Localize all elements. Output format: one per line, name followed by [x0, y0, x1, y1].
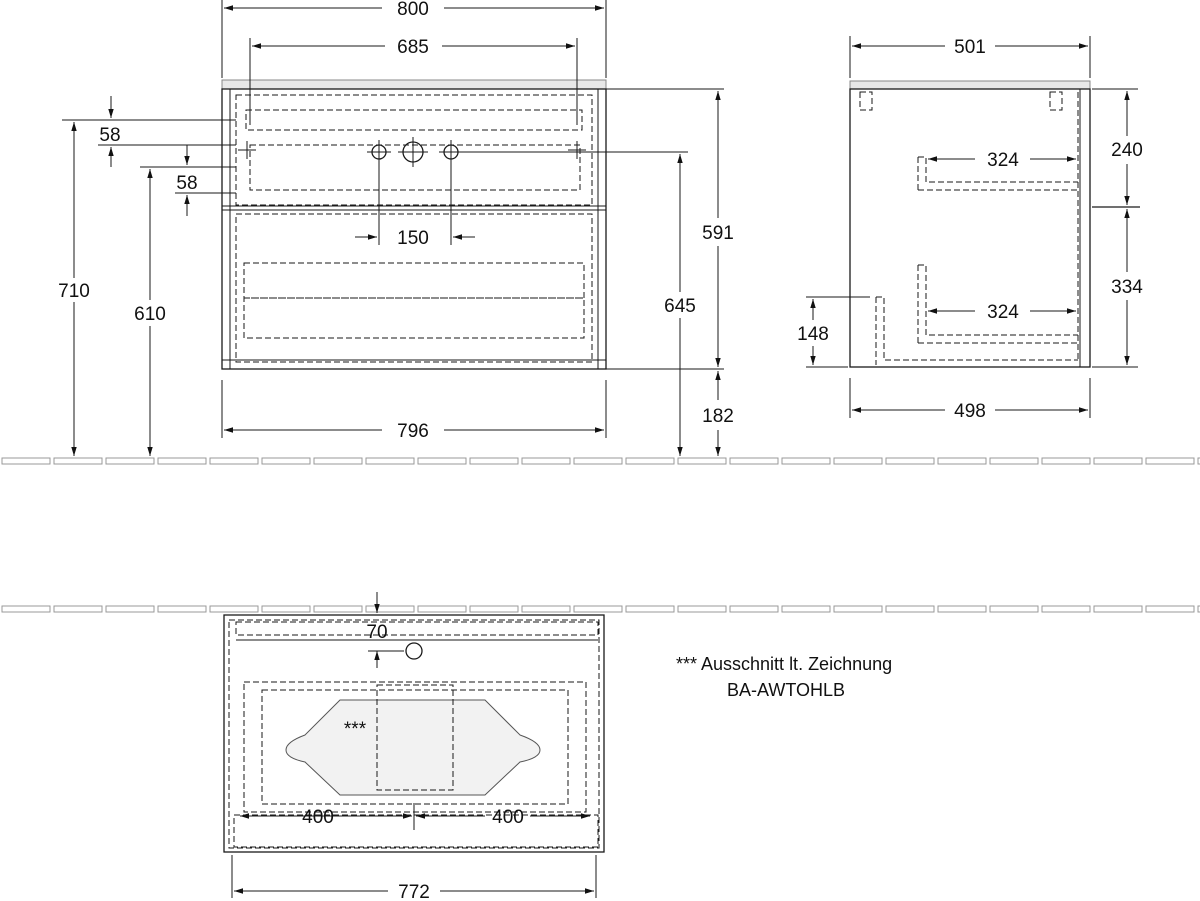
dim-height-total: 710	[58, 281, 90, 302]
dim-height-148: 148	[797, 324, 829, 345]
dim-height-645: 645	[664, 296, 696, 317]
top-view: *** 70 400 400 772	[223, 592, 605, 901]
basin-cutout	[285, 699, 541, 796]
dim-height-lower: 334	[1111, 277, 1143, 298]
dim-shelf-lower: 324	[987, 302, 1019, 323]
dim-depth-top: 501	[954, 37, 986, 58]
side-view: 501 324 324 240 334 148 498	[797, 36, 1143, 422]
note-line-2: BA-AWTOHLB	[727, 680, 846, 700]
wall-line	[1, 605, 1200, 613]
dim-tap-spacing: 150	[397, 228, 429, 249]
dim-floor-clearance: 182	[702, 406, 734, 427]
inlet-marker-right	[568, 141, 586, 159]
dim-half-left: 400	[302, 807, 334, 828]
tap-hole-right	[439, 140, 463, 164]
dim-height-610: 610	[134, 304, 166, 325]
dim-offset-70: 70	[366, 622, 387, 643]
dim-shelf-upper: 324	[987, 150, 1019, 171]
tap-hole-center	[398, 137, 428, 167]
dim-half-right: 400	[492, 807, 524, 828]
inlet-marker-left	[238, 141, 256, 159]
front-view: 800 685 58 58 710 610 150	[58, 0, 734, 456]
dim-base-width: 796	[397, 421, 429, 442]
dim-height-591: 591	[702, 223, 734, 244]
cutout-marker: ***	[344, 719, 367, 740]
note-line-1: *** Ausschnitt lt. Zeichnung	[676, 654, 893, 674]
floor-line	[1, 457, 1200, 465]
dim-height-upper: 240	[1111, 140, 1143, 161]
dim-inlet-1: 58	[99, 125, 120, 146]
dim-inlet-2: 58	[176, 173, 197, 194]
dim-width-inner: 685	[397, 37, 429, 58]
dim-width-bottom: 772	[398, 882, 430, 901]
dim-width-total: 800	[397, 0, 429, 20]
tap-hole-left	[367, 140, 391, 164]
dim-depth-bottom: 498	[954, 401, 986, 422]
